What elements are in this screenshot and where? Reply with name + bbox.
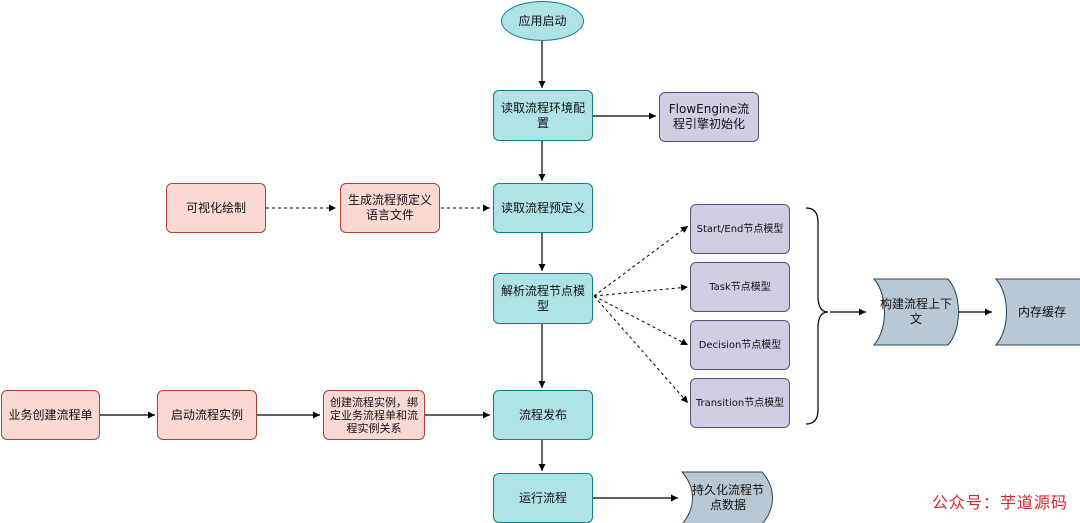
memory-cache-label[interactable]: 内存缓存 [1017,304,1066,319]
run-node[interactable]: 运行流程 [493,473,593,523]
read-def-node[interactable]: 读取流程预定义 [493,183,593,233]
publish-node[interactable]: 流程发布 [493,390,593,440]
edge-parse-to-task [593,284,689,297]
edge-parse-to-startend [593,225,689,297]
create-instance-node[interactable]: 创建流程实例，绑定业务流程单和流程实例关系 [323,390,425,440]
start-end-model-node[interactable]: Start/End节点模型 [690,204,790,254]
gen-def-file-node[interactable]: 生成流程预定义语言文件 [340,183,440,233]
curly-brace [805,207,829,425]
task-model-node[interactable]: Task节点模型 [690,262,790,312]
biz-create-node[interactable]: 业务创建流程单 [1,390,100,440]
build-context-label[interactable]: 构建流程上下文 [879,297,952,326]
engine-init-node[interactable]: FlowEngine流程引擎初始化 [659,92,759,142]
memory-cache-shape [994,278,1080,346]
read-env-node[interactable]: 读取流程环境配置 [493,90,593,141]
build-context-shape [872,278,959,346]
visual-draw-node[interactable]: 可视化绘制 [166,183,266,233]
edge-parse-to-decision [593,295,689,346]
transition-model-node[interactable]: Transition节点模型 [690,378,790,428]
app-start-node[interactable]: 应用启动 [501,1,584,41]
persist-shape [680,471,773,523]
persist-label[interactable]: 持久化流程节点数据 [691,482,764,512]
decision-model-node[interactable]: Decision节点模型 [690,320,790,370]
parse-nodes-node[interactable]: 解析流程节点模型 [493,273,593,324]
edge-parse-to-transition [593,295,689,404]
start-instance-node[interactable]: 启动流程实例 [157,390,257,440]
watermark-text: 公众号：芋道源码 [931,493,1068,512]
